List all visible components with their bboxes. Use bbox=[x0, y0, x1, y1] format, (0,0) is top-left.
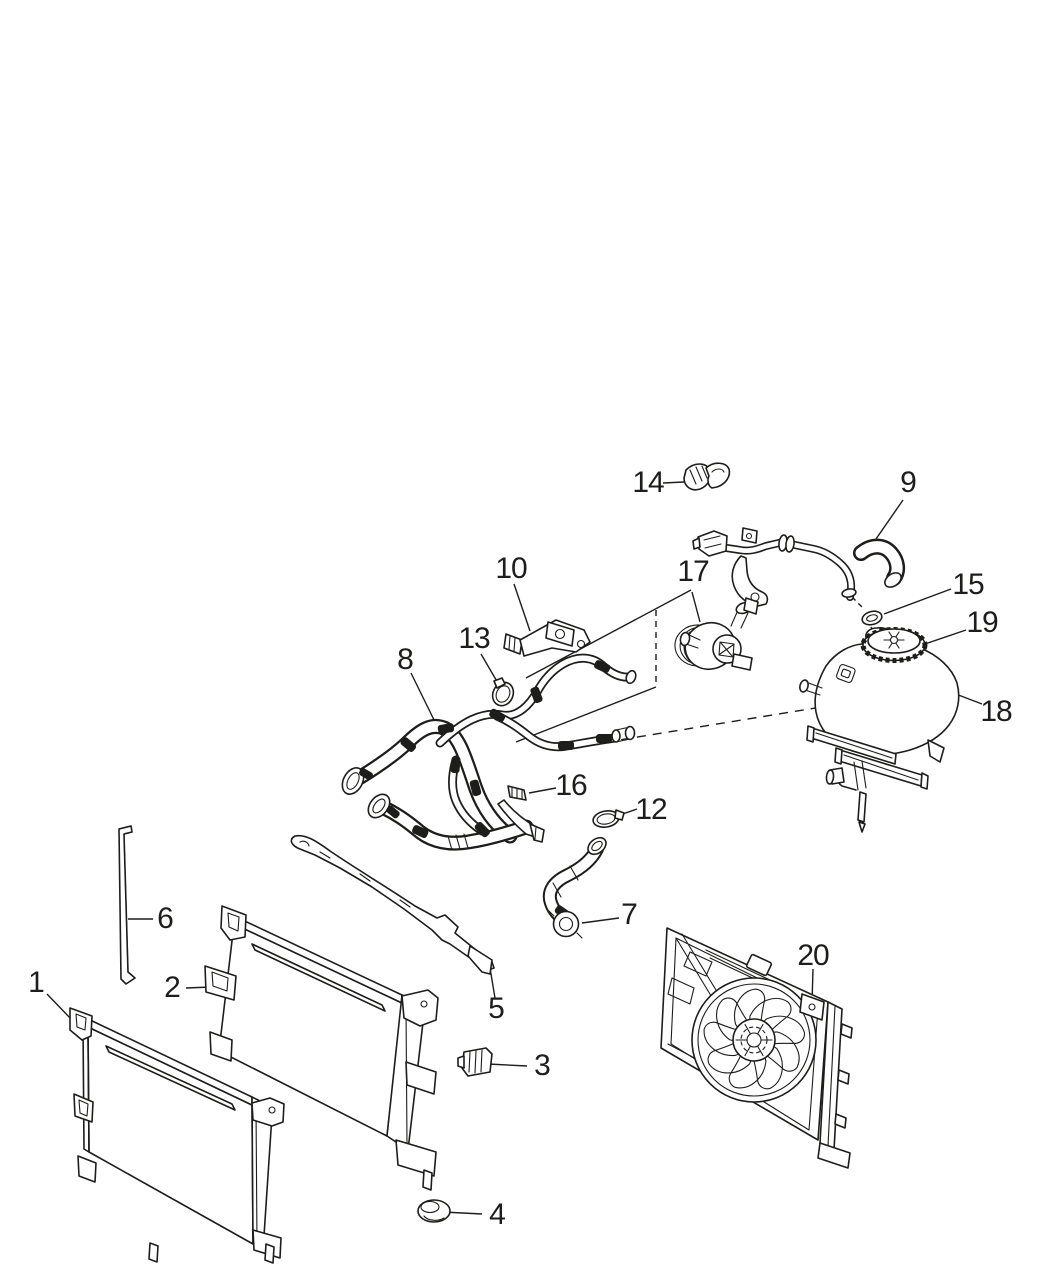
hose-clamp-marks bbox=[359, 660, 612, 839]
radiator-secondary-drawing bbox=[204, 905, 439, 1191]
callout-label-6: 6 bbox=[157, 902, 174, 935]
callout-label-20: 20 bbox=[797, 939, 829, 972]
leader-16 bbox=[528, 787, 557, 794]
hose-assembly-drawing bbox=[341, 653, 637, 851]
upper-seal-baffle-drawing bbox=[290, 834, 495, 975]
coolant-pipe-drawing bbox=[692, 527, 906, 607]
callout-label-18: 18 bbox=[980, 695, 1012, 728]
leader-17b bbox=[691, 591, 701, 623]
reservoir-cap-drawing bbox=[860, 627, 928, 663]
fan-module-drawing bbox=[660, 927, 853, 1169]
reference-dash-pipe-to-grommet bbox=[851, 596, 865, 610]
callout-label-9: 9 bbox=[900, 466, 917, 499]
leader-lines bbox=[46, 481, 983, 1215]
leader-17a bbox=[525, 589, 692, 679]
leader-7 bbox=[581, 917, 620, 924]
callout-label-14: 14 bbox=[632, 466, 664, 499]
callout-label-10: 10 bbox=[495, 552, 527, 585]
radiator-clip-drawing bbox=[457, 1047, 493, 1077]
hose-bracket-drawing bbox=[497, 785, 545, 843]
retainer-clip-drawing bbox=[683, 462, 731, 491]
side-seal-strip-drawing bbox=[118, 825, 136, 985]
reference-line-pump bbox=[515, 686, 657, 743]
callout-label-3: 3 bbox=[534, 1049, 551, 1082]
leader-3 bbox=[487, 1063, 528, 1067]
leader-14 bbox=[662, 481, 685, 484]
pipe-bracket-drawing bbox=[503, 619, 591, 657]
callout-label-12: 12 bbox=[635, 793, 667, 826]
leader-1 bbox=[46, 993, 73, 1021]
leader-15 bbox=[883, 588, 952, 615]
callout-label-4: 4 bbox=[489, 1198, 506, 1231]
radiator-hose-drawing bbox=[542, 836, 607, 939]
callout-label-13: 13 bbox=[458, 622, 490, 655]
grommet-seal-drawing bbox=[861, 610, 883, 626]
leader-8 bbox=[410, 672, 438, 727]
callout-label-8: 8 bbox=[397, 643, 414, 676]
callout-label-16: 16 bbox=[555, 769, 587, 802]
callout-label-17: 17 bbox=[677, 555, 709, 588]
hose-clamp-12-drawing bbox=[592, 809, 625, 828]
radiator-primary-drawing bbox=[69, 1007, 285, 1264]
coolant-pump-drawing bbox=[674, 597, 759, 671]
leader-10 bbox=[513, 583, 531, 632]
callout-label-15: 15 bbox=[952, 568, 984, 601]
drain-plug-drawing bbox=[417, 1199, 451, 1223]
callout-label-2: 2 bbox=[164, 971, 181, 1004]
callout-label-5: 5 bbox=[488, 992, 505, 1025]
hose-clamp-13-drawing bbox=[491, 677, 515, 707]
callout-label-1: 1 bbox=[28, 966, 45, 999]
coolant-reservoir-drawing bbox=[799, 627, 960, 833]
callout-label-19: 19 bbox=[966, 606, 998, 639]
callout-label-7: 7 bbox=[621, 898, 638, 931]
